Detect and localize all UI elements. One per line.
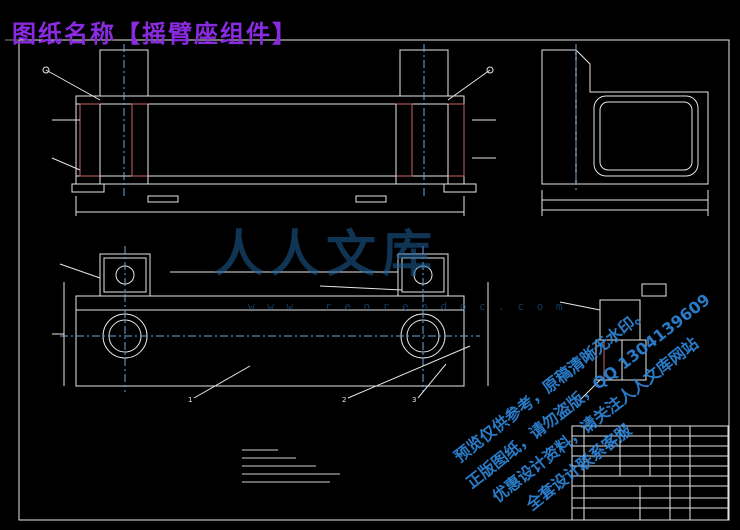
watermark-url: w w w . r e n r e n d o c . c o m [248,300,566,313]
title-label: 图纸名称 [12,19,116,48]
drawing-border [18,39,730,521]
side-view [541,44,709,216]
title-bracket-close: 】 [272,19,298,48]
balloon-1: 1 [188,396,192,404]
detail-view [559,283,667,401]
balloon-2: 2 [342,396,346,404]
drawing-title: 图纸名称【摇臂座组件】 [12,14,298,49]
part-balloons: 1 2 3 [188,396,416,404]
watermark-brand: 人人文库 [214,224,438,283]
front-view [42,44,496,216]
technical-notes [242,449,340,483]
title-block [571,425,729,521]
title-bracket-open: 【 [116,19,142,48]
title-name: 摇臂座组件 [142,19,272,48]
balloon-3: 3 [412,396,416,404]
top-view [52,246,489,399]
